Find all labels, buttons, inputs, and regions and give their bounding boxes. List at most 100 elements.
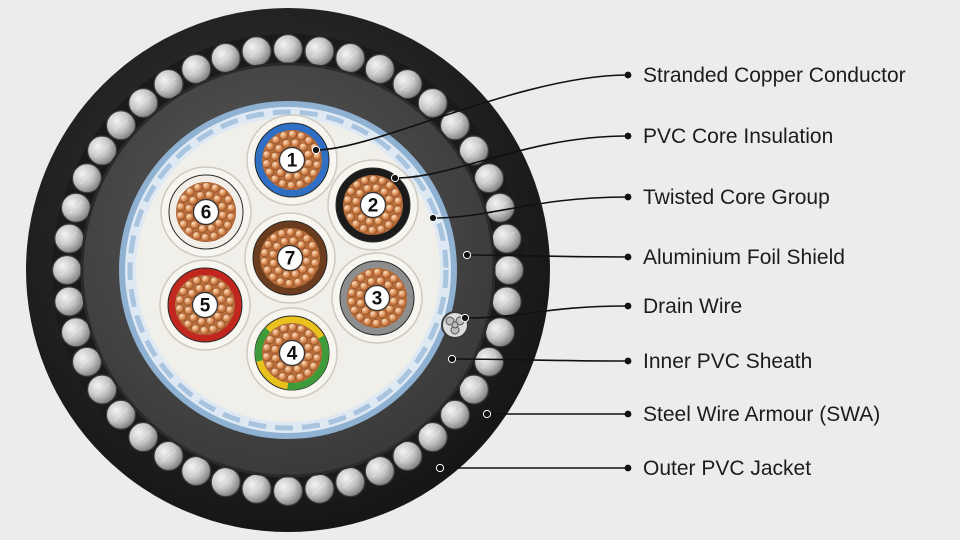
armour-wire	[241, 36, 272, 67]
armour-wire	[105, 110, 137, 141]
leader-start-dot	[482, 409, 492, 419]
leader-end-dot	[624, 71, 632, 79]
armour-wire	[210, 42, 241, 74]
armour-wire	[458, 374, 490, 405]
component-label: PVC Core Insulation	[643, 125, 833, 148]
core-2-black: 2	[327, 159, 419, 251]
armour-wire	[241, 473, 272, 504]
armour-wire	[304, 473, 335, 504]
leader-start-dot	[311, 145, 321, 155]
armour-wire	[181, 53, 212, 85]
leader-line	[447, 354, 632, 365]
core-number-badge	[191, 291, 219, 319]
inner-sheath-edge	[80, 62, 496, 478]
leader-line	[390, 132, 632, 183]
armour-wire	[493, 254, 525, 286]
core-number: 6	[201, 203, 212, 224]
armour-wire	[128, 87, 159, 119]
armour-wire	[153, 68, 184, 100]
leader-start-dot	[390, 173, 400, 183]
armour-wire	[128, 421, 159, 453]
leader-end-dot	[624, 193, 632, 201]
armour-wire	[304, 36, 335, 67]
insulation-stripe	[287, 335, 329, 390]
armour-wire	[210, 466, 241, 498]
core-number: 7	[285, 249, 296, 270]
leader-line	[428, 193, 632, 223]
core-number: 1	[287, 151, 298, 172]
armour-wire	[71, 163, 103, 194]
component-label: Aluminium Foil Shield	[643, 246, 845, 269]
component-label: Inner PVC Sheath	[643, 350, 812, 373]
core-5-red: 5	[159, 259, 251, 351]
armour-wire	[86, 374, 118, 405]
armour-wire	[439, 110, 471, 141]
twisted-core-group: 1 2 3 4 5 6 7	[159, 114, 423, 399]
core-7-brown: 7	[244, 212, 336, 304]
armour-wire	[484, 317, 516, 348]
core-number: 3	[372, 289, 383, 310]
core-number-badge	[278, 339, 306, 367]
core-6-white: 6	[160, 166, 252, 258]
armour-wire	[392, 440, 423, 472]
core-number-badge	[278, 146, 306, 174]
component-label: Stranded Copper Conductor	[643, 64, 906, 87]
armour-wire	[491, 223, 522, 254]
armour-wire	[105, 399, 137, 430]
core-number: 2	[368, 196, 379, 217]
leader-start-dot	[435, 463, 445, 473]
core-number-badge	[192, 198, 220, 226]
leader-end-dot	[624, 464, 632, 472]
core-3-grey: 3	[331, 252, 423, 344]
leader-end-dot	[624, 410, 632, 418]
armour-wire	[439, 399, 471, 430]
armour-wire	[364, 455, 395, 487]
leader-line	[482, 409, 632, 419]
armour-wire	[60, 317, 92, 348]
label-leaders	[311, 71, 632, 473]
armour-wire	[272, 33, 304, 65]
armour-wire	[491, 286, 522, 317]
core-1-blue: 1	[246, 114, 338, 206]
leader-end-dot	[624, 253, 632, 261]
armour-wire	[392, 68, 423, 100]
armour-wire	[71, 346, 103, 377]
component-label: Steel Wire Armour (SWA)	[643, 403, 880, 426]
armour-wire	[153, 440, 184, 472]
armour-wire	[473, 346, 505, 377]
armour-wire	[335, 466, 366, 498]
armour-wire	[54, 286, 85, 317]
leader-end-dot	[624, 302, 632, 310]
leader-start-dot	[460, 313, 470, 323]
armour-wire	[484, 192, 516, 223]
insulation-stripe	[255, 327, 271, 362]
core-number-badge	[276, 244, 304, 272]
leader-start-dot	[428, 213, 438, 223]
core-number: 5	[200, 296, 211, 317]
leader-line	[435, 463, 632, 473]
armour-wire	[86, 135, 118, 166]
armour-wire	[51, 254, 83, 286]
leader-start-dot	[462, 250, 472, 260]
armour-wire	[60, 192, 92, 223]
steel-wire-armour	[51, 33, 525, 507]
leader-end-dot	[624, 132, 632, 140]
armour-wire	[335, 42, 366, 74]
armour-wire	[364, 53, 395, 85]
armour-wire	[417, 421, 448, 453]
armour-wire	[473, 163, 505, 194]
foil-shield-outer-ring	[119, 101, 457, 439]
core-4-green-yellow: 4	[246, 307, 338, 399]
component-label: Twisted Core Group	[643, 186, 830, 209]
leader-end-dot	[624, 357, 632, 365]
component-label: Outer PVC Jacket	[643, 457, 811, 480]
foil-shield-wrap	[127, 109, 449, 431]
armour-wire	[54, 223, 85, 254]
armour-wire	[458, 135, 490, 166]
core-number-badge	[363, 284, 391, 312]
leader-line	[462, 250, 632, 261]
core-number-badge	[359, 191, 387, 219]
